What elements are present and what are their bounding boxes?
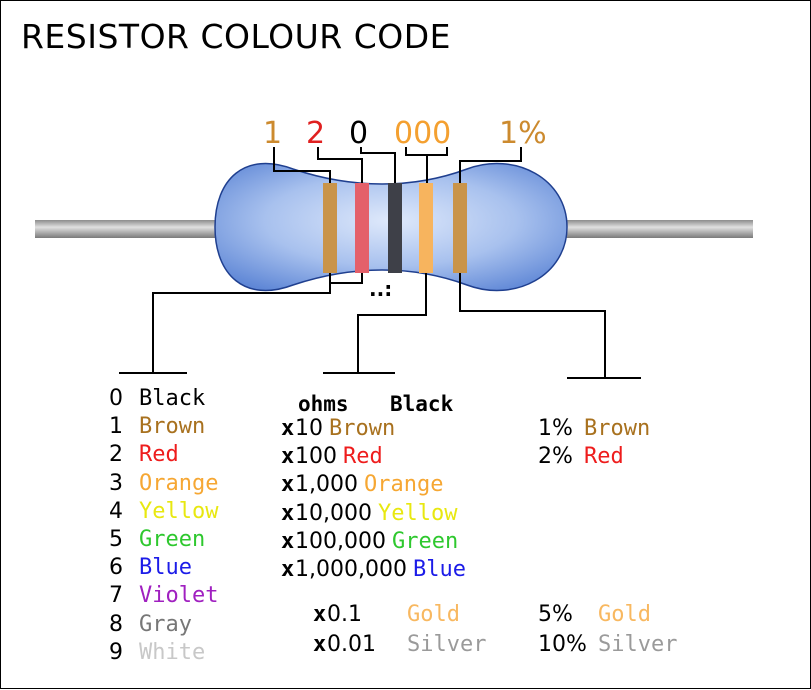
digit-row: 6 Blue bbox=[109, 554, 192, 582]
multiplier-value: 100,000 bbox=[295, 528, 386, 554]
band-tolerance-brown bbox=[453, 183, 467, 273]
tolerance-color-name: Red bbox=[584, 444, 624, 469]
tolerance-color-name: Silver bbox=[598, 632, 678, 657]
tolerance-value: 5% bbox=[538, 602, 573, 627]
multiplier-value: 100 bbox=[295, 444, 337, 470]
multiplier-value: 0.1 bbox=[327, 602, 362, 627]
multiplier-color-name: Yellow bbox=[377, 500, 458, 526]
digit-value: 2 bbox=[109, 442, 123, 468]
digit-value: 0 bbox=[109, 386, 123, 411]
digit-value: 7 bbox=[109, 583, 123, 609]
digit-value: 3 bbox=[109, 470, 123, 496]
digit-value: 6 bbox=[109, 555, 123, 581]
multiplier-symbol: x bbox=[281, 472, 295, 498]
multiplier-color-name: Red bbox=[343, 444, 383, 470]
multiplier-symbol: x bbox=[281, 444, 295, 470]
digit-color-name: Black bbox=[139, 386, 206, 411]
example-tolerance: 1% bbox=[499, 116, 547, 151]
multiplier-header-color: Black bbox=[390, 392, 454, 416]
multiplier-symbol: x bbox=[313, 602, 327, 627]
digit-row: 8 Gray bbox=[109, 611, 192, 639]
example-digit1: 1 bbox=[263, 116, 282, 151]
digit-row: 0 Black bbox=[109, 385, 205, 413]
tolerance-value: 10% bbox=[538, 632, 587, 657]
digit-color-name: Green bbox=[139, 527, 206, 552]
left-lead-wire bbox=[35, 220, 221, 238]
tolerance-value: 1% bbox=[538, 416, 573, 441]
band-digit3-black bbox=[388, 183, 402, 273]
example-digit3: 0 bbox=[349, 116, 368, 151]
multiplier-color-name: Gold bbox=[407, 602, 460, 627]
digit-row: 4 Yellow bbox=[109, 498, 218, 526]
tolerance-value: 2% bbox=[538, 444, 573, 469]
fractional-multiplier-row: x0.01 Silver bbox=[313, 631, 486, 659]
upper-leader-lines bbox=[273, 147, 522, 183]
multiplier-symbol: x bbox=[281, 500, 295, 526]
multiplier-symbol: x bbox=[313, 632, 327, 657]
multiplier-color-name: Orange bbox=[363, 472, 444, 498]
lower-leader-lines bbox=[119, 273, 641, 379]
band-multiplier-orange bbox=[419, 183, 433, 273]
multiplier-value: 1,000 bbox=[295, 472, 358, 498]
digit-row: 2 Red bbox=[109, 441, 179, 469]
digit-row: 7 Violet bbox=[109, 582, 218, 610]
multiplier-symbol: x bbox=[281, 557, 295, 582]
multiplier-symbol: x bbox=[281, 528, 295, 554]
multiplier-value: 1,000,000 bbox=[295, 557, 407, 582]
digit-color-name: Orange bbox=[139, 470, 219, 496]
example-multiplier: 000 bbox=[394, 116, 451, 151]
digit-row: 1 Brown bbox=[109, 413, 205, 441]
multiplier-header-unit: ohms bbox=[298, 392, 349, 416]
band-digit1-brown bbox=[323, 183, 337, 273]
digit-value: 8 bbox=[109, 611, 123, 637]
digit-row: 5 Green bbox=[109, 526, 205, 554]
digit-color-name: Gray bbox=[139, 611, 192, 637]
digit-color-name: White bbox=[139, 639, 206, 665]
tolerance-row: 2% Red bbox=[538, 443, 624, 471]
example-digit2: 2 bbox=[306, 116, 325, 151]
digit-value: 1 bbox=[109, 414, 123, 440]
fractional-multiplier-row: x0.1 Gold bbox=[313, 601, 460, 629]
tolerance-row: 10% Silver bbox=[538, 631, 677, 659]
multiplier-color-name: Blue bbox=[412, 557, 466, 582]
multiplier-color-name: Green bbox=[391, 528, 459, 554]
tolerance-color-name: Brown bbox=[584, 416, 651, 441]
digit-color-name: Red bbox=[139, 442, 179, 468]
digit-row: 9 White bbox=[109, 639, 205, 667]
digit-color-name: Yellow bbox=[139, 498, 219, 524]
multiplier-color-name: Silver bbox=[407, 632, 487, 657]
digit-color-name: Brown bbox=[139, 414, 206, 440]
digit-color-name: Violet bbox=[139, 583, 219, 609]
example-dots: ..: bbox=[369, 277, 392, 301]
multiplier-value: 10,000 bbox=[295, 500, 372, 526]
multiplier-symbol: x bbox=[281, 416, 295, 441]
digit-row: 3 Orange bbox=[109, 470, 218, 498]
tolerance-color-name: Gold bbox=[598, 602, 651, 627]
right-lead-wire bbox=[561, 220, 753, 238]
multiplier-value: 0.01 bbox=[327, 632, 376, 657]
digit-color-name: Blue bbox=[139, 555, 192, 581]
digit-value: 5 bbox=[109, 527, 123, 552]
tolerance-row: 5% Gold bbox=[538, 601, 651, 629]
tolerance-row: 1% Brown bbox=[538, 415, 650, 443]
digit-value: 9 bbox=[109, 639, 123, 665]
band-digit2-red bbox=[355, 183, 369, 273]
page-title: RESISTOR COLOUR CODE bbox=[21, 17, 452, 56]
digit-value: 4 bbox=[109, 498, 123, 524]
multiplier-value: 10 bbox=[295, 416, 323, 441]
multiplier-color-name: Brown bbox=[329, 416, 396, 441]
